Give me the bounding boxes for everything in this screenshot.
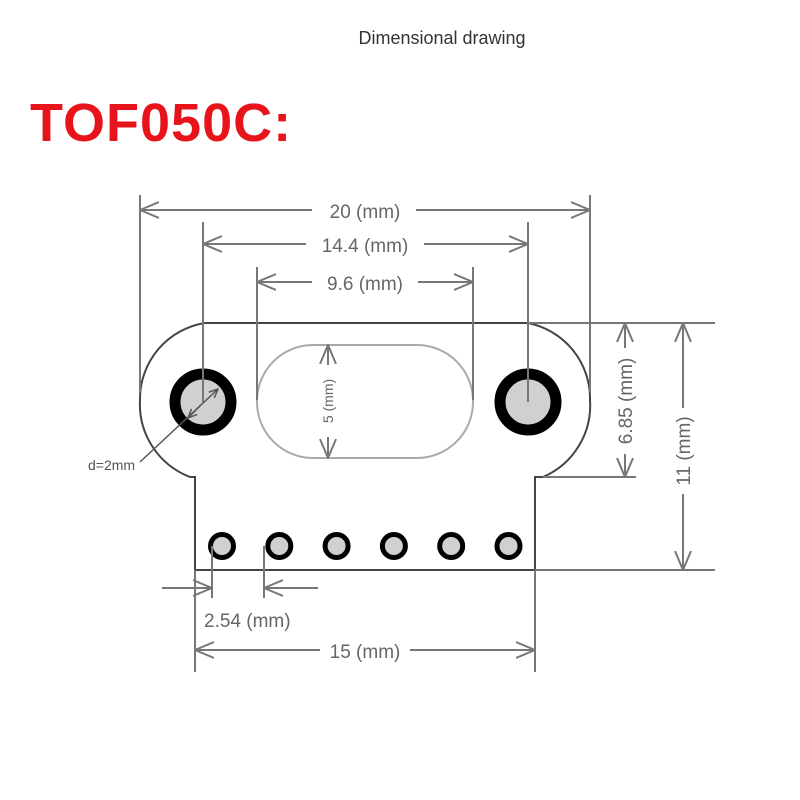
dim-label-lower-width: 15 (mm) (330, 642, 401, 663)
dim-label-hole-spacing: 14.4 (mm) (322, 236, 409, 257)
dim-label-pin-pitch: 2.54 (mm) (204, 611, 291, 632)
dim-label-overall-height: 11 (mm) (674, 416, 695, 485)
board-outline (138, 322, 592, 571)
pin-pad (437, 532, 466, 560)
dim-label-hole-diameter: d=2mm (88, 457, 135, 473)
model-title: TOF050C: (30, 93, 293, 153)
pin-pad (265, 532, 294, 560)
dim-label-upper-height: 6.85 (mm) (616, 358, 637, 445)
pin-pad (379, 532, 408, 560)
pin-header (208, 532, 523, 560)
pin-pad (322, 532, 351, 560)
dim-label-overall-width: 20 (mm) (330, 202, 401, 223)
sensor-window (256, 344, 474, 459)
pin-pad (494, 532, 523, 560)
caption: Dimensional drawing (358, 28, 526, 48)
pin-pad (208, 532, 236, 560)
dim-label-window-width: 9.6 (mm) (327, 274, 403, 295)
dim-label-window-height: 5 (mm) (320, 379, 336, 423)
